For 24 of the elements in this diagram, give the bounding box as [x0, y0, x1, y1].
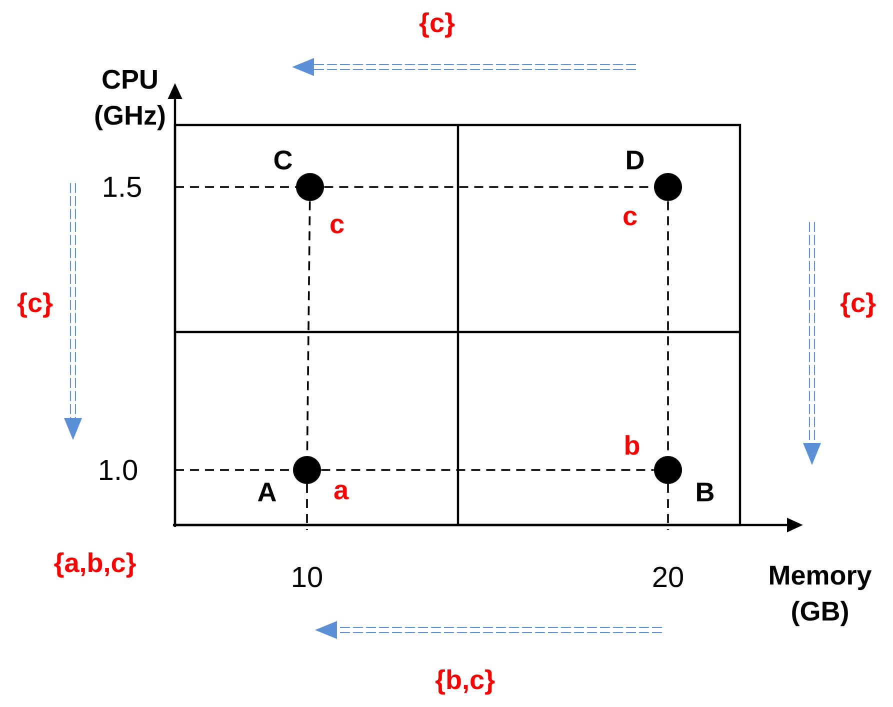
set-label: {a,b,c}: [54, 552, 136, 578]
dashed-line: [321, 469, 654, 471]
data-point: [654, 456, 682, 484]
tick-label: 1.5: [104, 176, 141, 198]
tick-label: 10: [293, 566, 322, 588]
point-letter: B: [697, 482, 714, 502]
data-point: [293, 456, 321, 484]
set-label: {c}: [419, 12, 455, 38]
set-label: {c}: [17, 292, 53, 318]
point-set-letter: a: [334, 484, 349, 500]
point-letter: A: [258, 482, 276, 502]
set-label: {c}: [840, 292, 876, 318]
point-letter: C: [274, 150, 292, 170]
point-set-letter: c: [330, 218, 344, 234]
point-set-letter: b: [626, 435, 640, 455]
axis-title: CPU (GHz): [95, 70, 165, 130]
tick-label: 20: [653, 566, 683, 588]
axis-title: Memory (GB): [770, 566, 872, 626]
data-point: [654, 173, 682, 201]
tick-label: 1.0: [100, 460, 138, 480]
data-point: [296, 173, 324, 201]
set-label: {b,c}: [435, 669, 495, 695]
point-set-letter: c: [624, 210, 637, 226]
point-letter: D: [627, 150, 644, 170]
